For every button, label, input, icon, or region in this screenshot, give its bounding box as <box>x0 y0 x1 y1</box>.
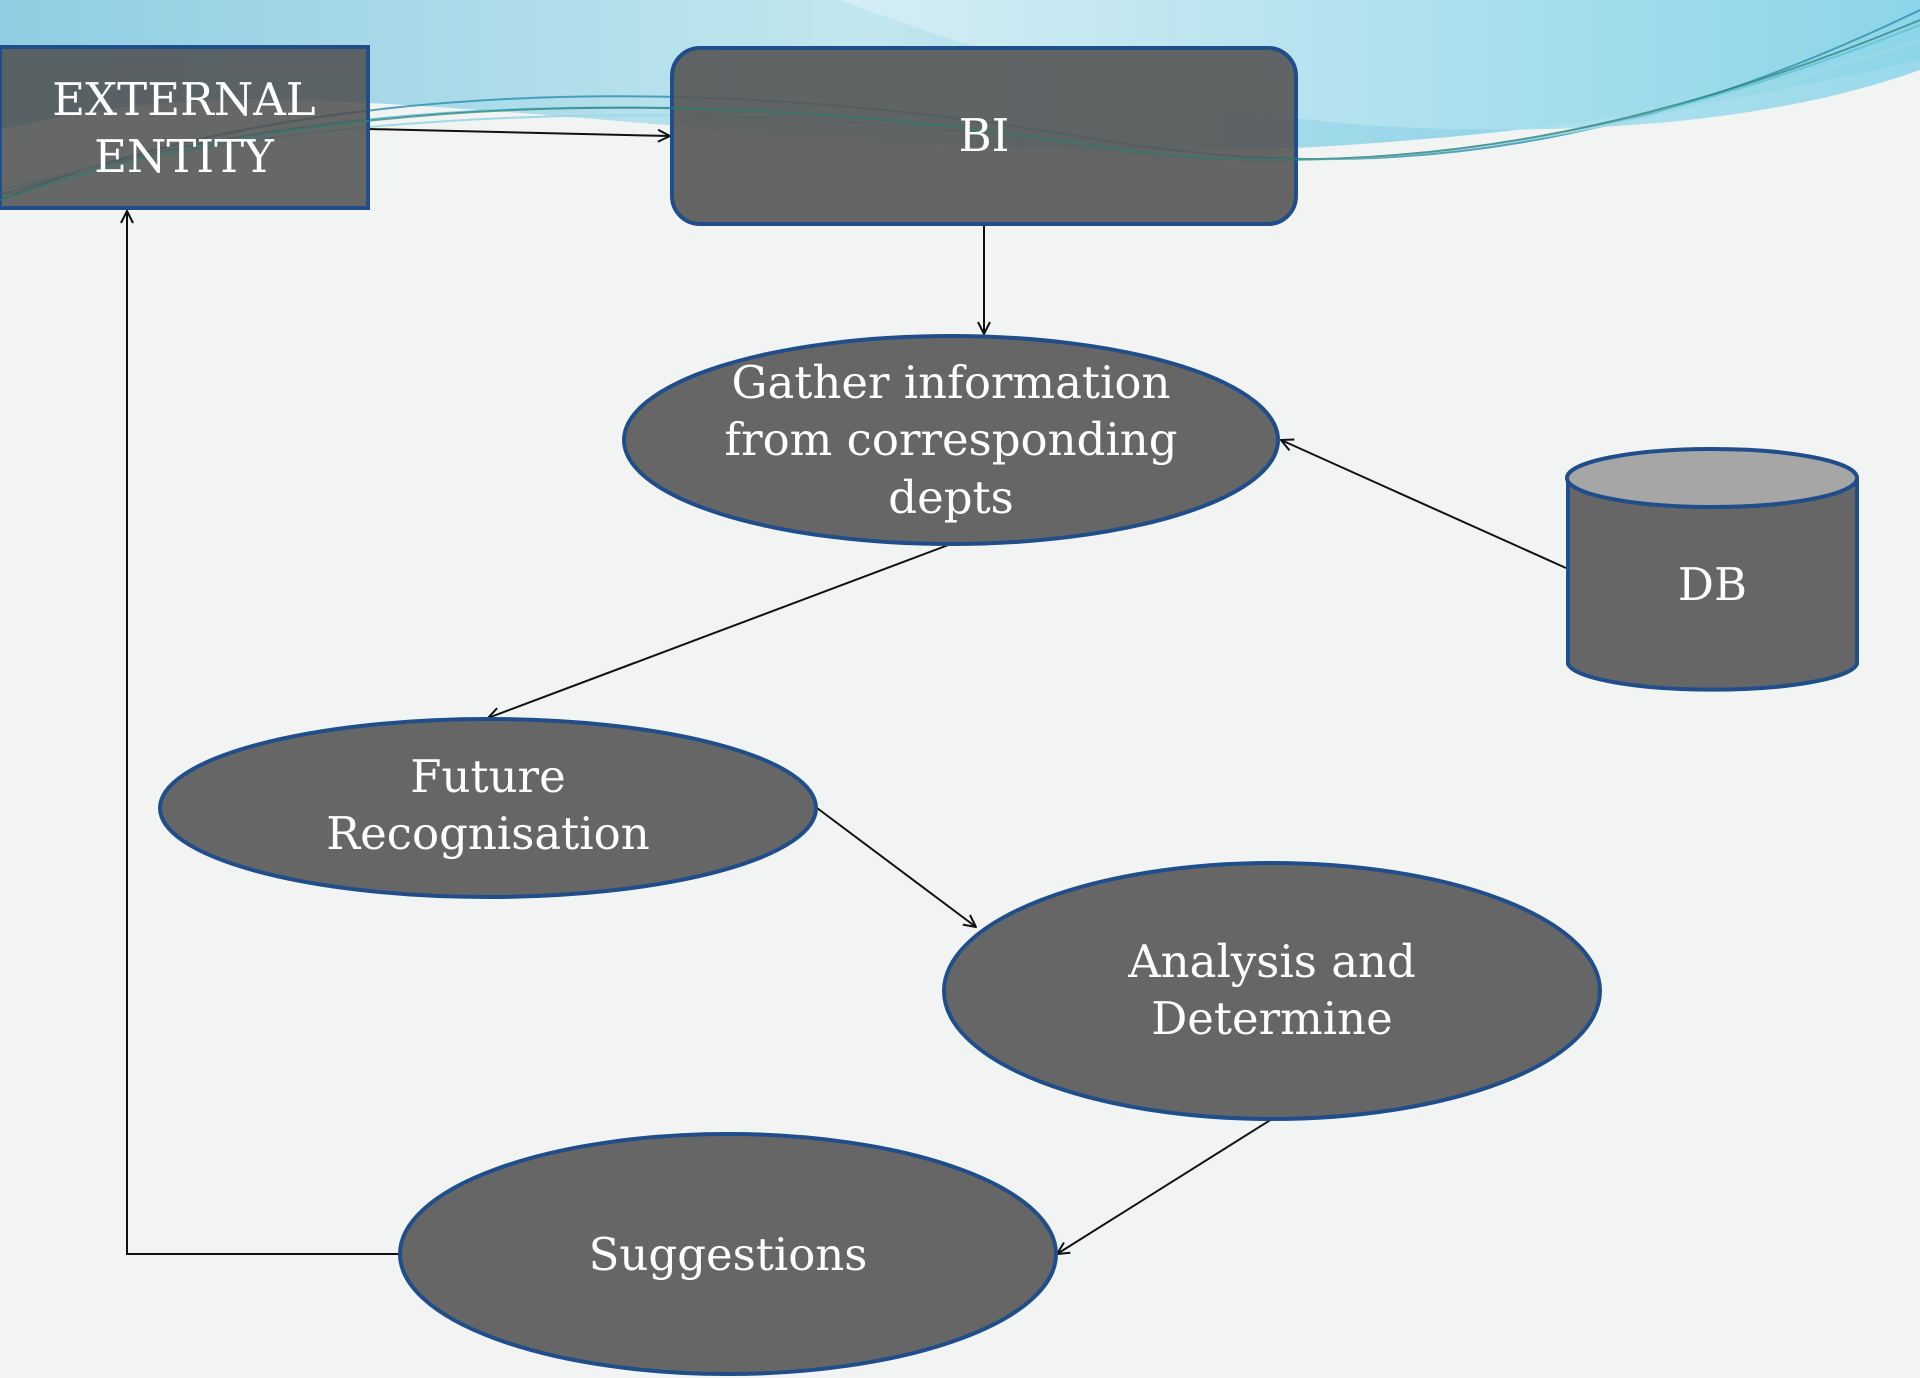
bi-label: BI <box>958 109 1010 163</box>
gather-label: Gather information from corresponding de… <box>724 356 1178 524</box>
db-cylinder <box>1565 447 1859 692</box>
analysis-label: Analysis and Determine <box>1128 934 1416 1045</box>
suggestions-label: Suggestions <box>588 1228 868 1282</box>
arrow-gather-to-future <box>488 543 952 718</box>
analysis-ellipse <box>942 861 1602 1121</box>
arrow-suggestions-to-external <box>127 211 400 1255</box>
db-label: DB <box>1677 558 1748 612</box>
gather-ellipse <box>622 334 1280 546</box>
connectors <box>127 128 1567 1255</box>
future-label: Future Recognisation <box>326 749 650 860</box>
suggestions-ellipse <box>398 1132 1058 1376</box>
arrow-analysis-to-suggestions <box>1057 1118 1273 1254</box>
overlay-wave-line <box>0 19 1920 201</box>
external-entity-label: EXTERNAL ENTITY <box>52 72 316 183</box>
bi-box <box>670 46 1298 226</box>
arrow-future-to-analysis <box>816 807 976 927</box>
arrow-external-to-bi <box>367 128 670 136</box>
arrow-db-to-gather <box>1281 440 1567 569</box>
future-ellipse <box>158 717 818 899</box>
